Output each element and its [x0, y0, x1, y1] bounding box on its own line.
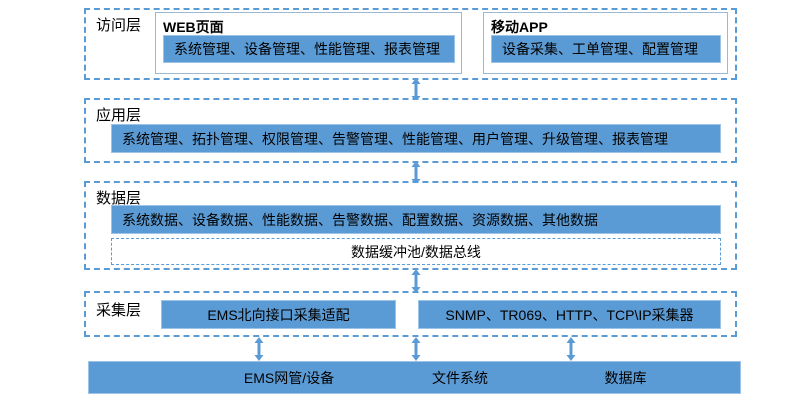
resource-ems-device: EMS网管/设备 [243, 369, 335, 386]
layer-access-title: 访问层 [96, 17, 142, 34]
bar-ems-northbound-adapter: EMS北向接口采集适配 [161, 300, 396, 329]
panel-mobile-app-label: 移动APP [491, 19, 548, 35]
bar-application-modules: 系统管理、拓扑管理、权限管理、告警管理、性能管理、用户管理、升级管理、报表管理 [111, 124, 721, 153]
layer-application-title: 应用层 [96, 107, 142, 124]
resource-strip: EMS网管/设备 文件系统 数据库 [88, 361, 741, 394]
bar-protocol-collectors: SNMP、TR069、HTTP、TCP\IP采集器 [418, 300, 721, 329]
data-bus-box: 数据缓冲池/数据总线 [111, 238, 721, 265]
arrow-data-collection [409, 269, 423, 293]
resource-file-system: 文件系统 [432, 369, 488, 386]
arrow-collection-database [564, 337, 578, 361]
bar-web-modules: 系统管理、设备管理、性能管理、报表管理 [163, 35, 455, 63]
resource-database: 数据库 [604, 369, 647, 386]
layer-data-title: 数据层 [96, 190, 142, 207]
arrow-collection-filesystem [409, 337, 423, 361]
arrow-collection-ems [252, 337, 266, 361]
bar-data-categories: 系统数据、设备数据、性能数据、告警数据、配置数据、资源数据、其他数据 [111, 205, 721, 234]
panel-web-label: WEB页面 [163, 19, 224, 35]
layer-collection-title: 采集层 [96, 302, 142, 319]
bar-mobile-modules: 设备采集、工单管理、配置管理 [491, 35, 721, 63]
